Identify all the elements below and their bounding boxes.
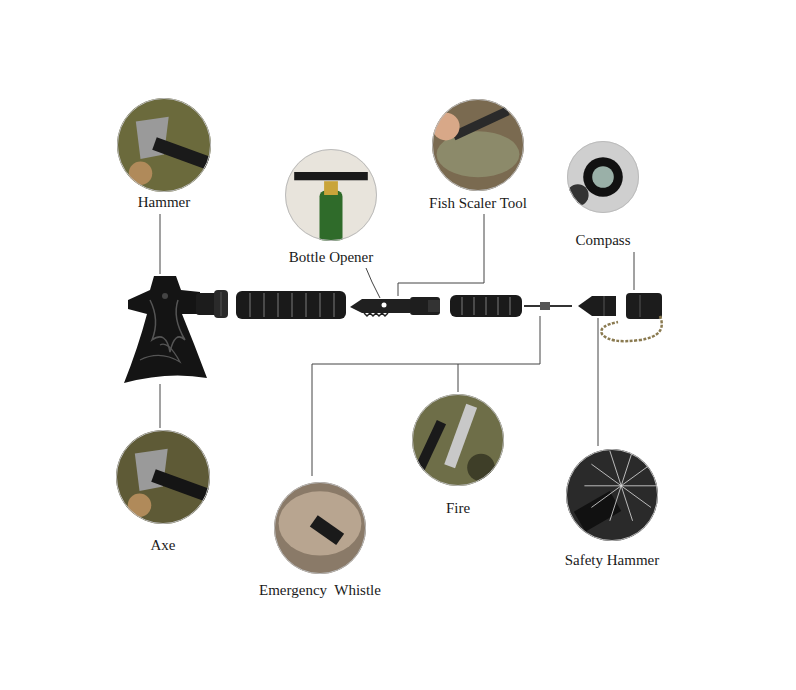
knife-blade [350,297,440,316]
photo-circle [285,149,377,241]
safety-hammer-cap [578,296,616,316]
lanyard [601,316,661,341]
head-collar [196,290,228,318]
leader-line [366,268,380,298]
handle-segment [236,291,346,319]
leader-line [398,214,484,296]
leader-line [160,384,161,428]
callout-label: Safety Hammer [563,551,662,569]
callout-label: Fire [444,499,472,517]
photo-circle [274,482,366,574]
photo-circle [567,141,639,213]
callout-label: Emergency Whistle [257,581,383,599]
photo-circle [432,99,524,191]
photo-callout: Fire [358,394,558,517]
leader-line [160,214,161,274]
photo-circle [566,449,658,541]
handle-segment [450,295,522,317]
axe-head [124,276,207,383]
photo-callout: Compass [503,141,703,249]
photo-callout: Bottle Opener [231,149,431,266]
leader-line [634,252,635,290]
photo-circle [117,98,211,192]
fire-rod [524,302,572,310]
callout-label: Axe [149,536,178,554]
callout-label: Fish Scaler Tool [427,194,529,212]
photo-callout: Hammer [64,98,264,211]
compass-cap [601,293,662,341]
photo-circle [412,394,504,486]
leader-line [598,318,599,446]
photo-callout: Axe [63,430,263,554]
photo-callout: Safety Hammer [512,449,712,569]
leader-line [458,364,459,392]
leader-lines [160,214,634,476]
callout-label: Bottle Opener [287,248,376,266]
photo-callout: Emergency Whistle [220,482,420,599]
callout-label: Hammer [136,193,192,211]
callout-label: Compass [573,231,632,249]
photo-callout: Fish Scaler Tool [378,99,578,212]
photo-circle [116,430,210,524]
